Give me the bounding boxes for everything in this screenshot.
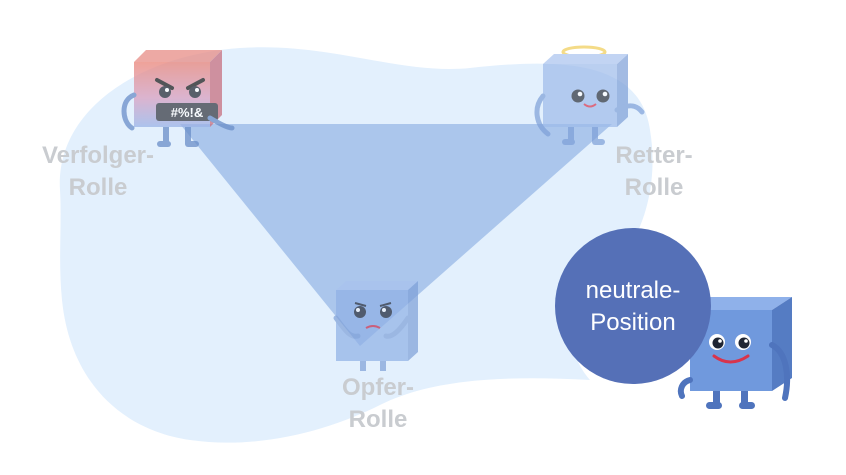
label-retter-line1: Retter- bbox=[615, 142, 693, 169]
sad-cube-character bbox=[333, 281, 418, 371]
label-retter-rolle: Retter- Rolle bbox=[598, 140, 710, 204]
happy-cube-character bbox=[677, 297, 792, 409]
label-verfolger-line2: Rolle bbox=[68, 174, 128, 201]
angel-cube-character bbox=[534, 45, 645, 145]
label-verfolger-line1: Verfolger- bbox=[41, 142, 155, 169]
neutral-line2: Position bbox=[590, 309, 676, 336]
angry-cube-character: #%!& bbox=[121, 50, 235, 147]
neutral-position-circle: neutrale- Position bbox=[555, 228, 711, 384]
drama-triangle bbox=[180, 124, 612, 346]
label-opfer-line1: Opfer- bbox=[342, 374, 414, 401]
angry-badge-text: #%!& bbox=[171, 105, 204, 120]
label-verfolger-rolle: Verfolger- Rolle bbox=[28, 140, 168, 204]
neutral-line1: neutrale- bbox=[585, 277, 681, 304]
label-retter-line2: Rolle bbox=[624, 174, 684, 201]
label-opfer-line2: Rolle bbox=[348, 406, 408, 433]
label-opfer-rolle: Opfer- Rolle bbox=[318, 372, 438, 436]
